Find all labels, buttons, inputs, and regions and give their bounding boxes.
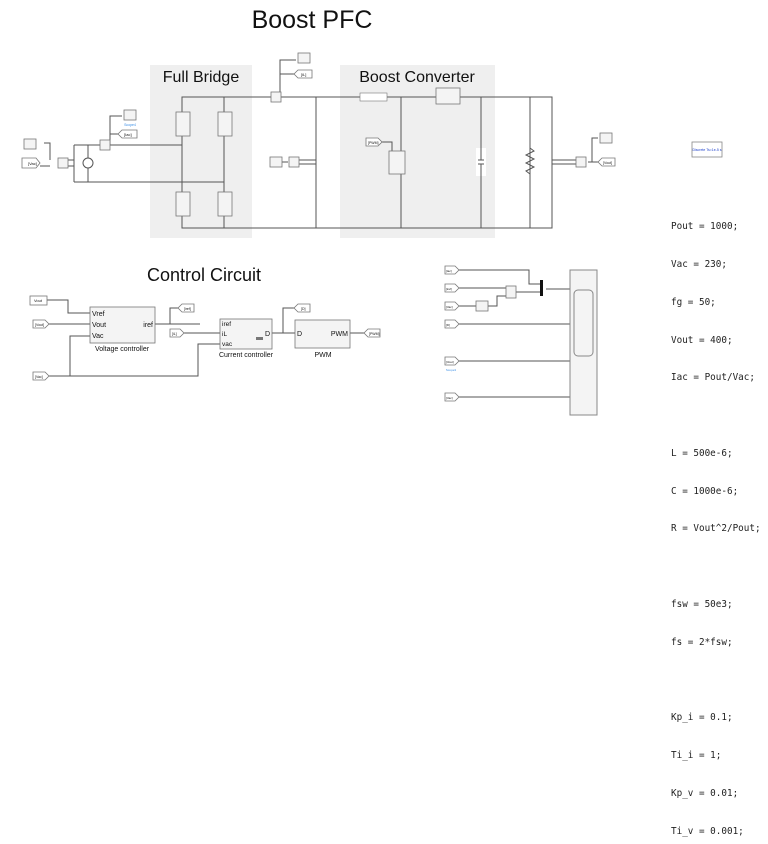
scope-icon[interactable]	[23, 138, 37, 150]
mux-block[interactable]	[540, 280, 543, 296]
power-wires	[40, 59, 598, 229]
powergui-label: Discrete Ts=1e-5 s	[692, 148, 721, 152]
current-controller-label: Current controller	[219, 352, 274, 359]
pwm-label: PWM	[314, 352, 331, 359]
product-block[interactable]	[505, 285, 517, 299]
vout-constant[interactable]	[29, 295, 48, 306]
scope4-label: Scope4	[124, 123, 136, 127]
param-line: Vac = 230;	[671, 258, 727, 270]
scope-icon[interactable]	[297, 52, 311, 64]
inductor[interactable]	[359, 92, 388, 102]
current-measurement[interactable]	[57, 157, 69, 169]
page-title: Boost PFC	[252, 6, 373, 34]
sign-block[interactable]	[475, 300, 489, 312]
port-vac: vac	[222, 341, 233, 348]
from-d-label: [D]	[446, 323, 450, 327]
full-bridge-label: Full Bridge	[163, 69, 240, 86]
boost-converter-area[interactable]	[340, 65, 495, 238]
param-line: fg = 50;	[671, 296, 716, 308]
from-vout-label: [Vout]	[446, 360, 454, 364]
goto-d[interactable]	[293, 303, 311, 313]
goto-d-label: [D]	[301, 307, 306, 311]
from-vac-label: [Vac]	[446, 305, 453, 309]
pwm-block[interactable]	[294, 319, 351, 349]
voltage-measurement[interactable]	[288, 156, 300, 168]
param-line: Kp_v = 0.01;	[671, 787, 739, 799]
voltage-measurement[interactable]	[99, 139, 111, 151]
param-line: C = 1000e-6;	[671, 485, 739, 497]
goto-vout[interactable]	[597, 157, 616, 167]
from-vac-label: [Vac]	[446, 396, 453, 400]
goto-vac[interactable]	[21, 157, 41, 169]
param-line: Vout = 400;	[671, 334, 733, 346]
port-vref: Vref	[92, 311, 105, 318]
param-line: fsw = 50e3;	[671, 599, 733, 610]
ac-voltage-source[interactable]	[82, 157, 94, 169]
param-line: Pout = 1000;	[671, 221, 739, 233]
full-bridge-switches[interactable]	[175, 111, 233, 217]
from-pwm[interactable]	[365, 137, 383, 147]
scope-wires	[459, 269, 570, 398]
goto-iref-label: [iref]	[184, 307, 191, 311]
from-vac-label: [Vac]	[35, 375, 43, 379]
from-vout-label: [Vout]	[35, 323, 44, 327]
port-pwm: PWM	[331, 331, 348, 338]
powergui-block[interactable]	[691, 141, 723, 158]
voltage-measurement[interactable]	[575, 156, 587, 168]
param-line: Ti_v = 0.001;	[671, 825, 744, 837]
current-measurement[interactable]	[270, 91, 282, 103]
from-il-label: [iL]	[172, 332, 177, 336]
from-vac[interactable]	[32, 371, 50, 381]
simulink-diagram: Boost PFC Full Bridge Boost Converter [V…	[21, 6, 723, 416]
port-iref: iref	[143, 322, 153, 329]
from-vout[interactable]	[32, 319, 50, 329]
scope3-label: Scope3	[446, 368, 457, 372]
vout-constant-label: Vout	[34, 298, 43, 303]
goto-il[interactable]	[293, 69, 313, 79]
current-controller-block[interactable]	[219, 318, 273, 350]
goto-pwm-label: [PWM]	[369, 332, 380, 336]
goto-iac-label: [Iac]	[124, 132, 132, 137]
param-line: L = 500e-6;	[671, 447, 733, 459]
voltage-controller-label: Voltage controller	[95, 346, 150, 353]
from-pwm-label: [PWM]	[368, 141, 379, 145]
goto-iac[interactable]	[117, 129, 138, 139]
goto-pwm[interactable]	[363, 328, 381, 338]
boost-switch[interactable]	[388, 150, 406, 175]
port-il: iL	[222, 331, 227, 338]
capacitor[interactable]	[476, 148, 486, 176]
resistor[interactable]	[524, 147, 536, 175]
goto-il-label: [iL]	[301, 72, 306, 77]
port-iref: iref	[222, 321, 231, 328]
param-line: fs = 2*fsw;	[671, 636, 733, 648]
param-line: Ti_i = 1;	[671, 750, 722, 762]
voltage-controller-block[interactable]	[89, 306, 156, 344]
scope-icon[interactable]	[123, 109, 137, 121]
diode[interactable]	[435, 87, 461, 105]
param-line: Iac = Pout/Vac;	[671, 372, 755, 384]
goto-iref[interactable]	[177, 303, 195, 313]
goto-vac-label: [Vac]	[28, 161, 37, 166]
control-wires	[47, 299, 364, 377]
scope-icon[interactable]	[599, 132, 613, 144]
port-vout: Vout	[92, 322, 106, 329]
control-circuit-label: Control Circuit	[147, 265, 261, 285]
from-il[interactable]	[169, 328, 185, 338]
parameters-annotation: Pout = 1000; Vac = 230; fg = 50; Vout = …	[671, 196, 761, 844]
port-d: D	[265, 331, 270, 338]
port-d: D	[297, 331, 302, 338]
port-vac: Vac	[92, 333, 104, 340]
full-bridge-area[interactable]	[150, 65, 252, 238]
goto-vout-label: [Vout]	[603, 161, 612, 165]
param-line: Kp_i = 0.1;	[671, 712, 733, 724]
scope-screen	[573, 289, 594, 357]
from-iref-label: [iref]	[446, 287, 452, 291]
scope-icon[interactable]	[269, 156, 283, 168]
from-tags-scope[interactable]	[444, 265, 460, 402]
from-iac-label: [Iac]	[446, 269, 452, 273]
param-line: R = Vout^2/Pout;	[671, 523, 761, 535]
boost-converter-label: Boost Converter	[359, 69, 475, 86]
